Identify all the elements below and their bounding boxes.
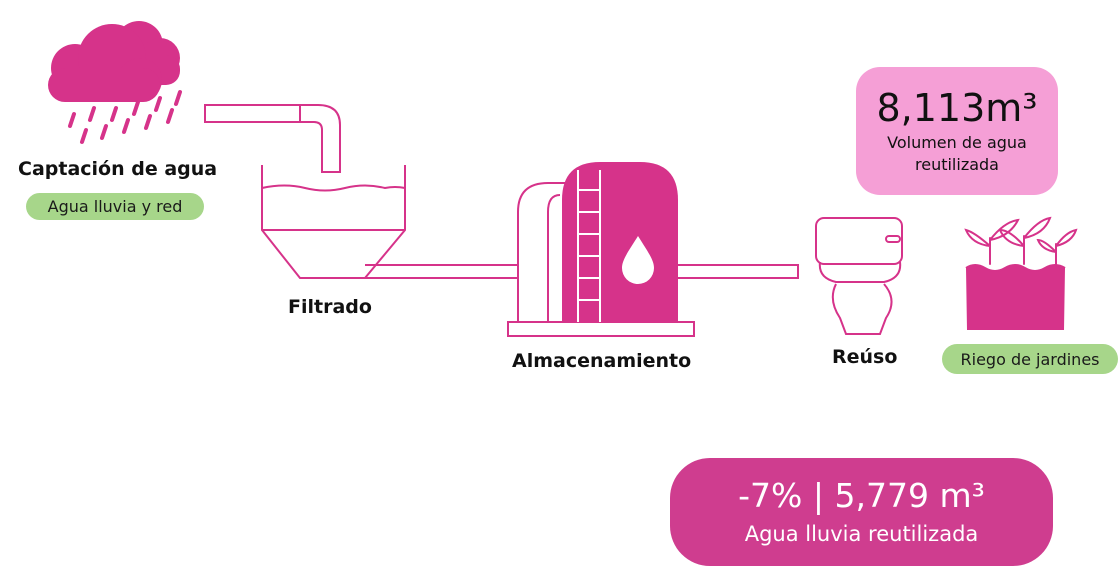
filter-title: Filtrado [288, 296, 372, 318]
stat-headline: -7% | 5,779 m³ [738, 476, 985, 515]
storage-title: Almacenamiento [512, 350, 692, 372]
toilet-icon [815, 217, 903, 335]
filter-tank-icon [261, 165, 406, 279]
volume-caption-line1: Volumen de agua [887, 133, 1027, 152]
stat-caption: Agua lluvia reutilizada [744, 522, 979, 546]
storage-tank-icon [507, 162, 695, 337]
inlet-pipe [204, 104, 341, 173]
water-drop-icon [622, 236, 654, 284]
reuse-title: Reúso [832, 346, 898, 368]
volume-caption-line2: reutilizada [915, 155, 999, 174]
capture-title: Captación de agua [18, 158, 218, 180]
volume-callout: 8,113m³ Volumen de agua reutilizada [856, 67, 1058, 195]
volume-value: 8,113m³ [876, 86, 1038, 130]
rainwater-stat-callout: -7% | 5,779 m³ Agua lluvia reutilizada [670, 458, 1053, 566]
garden-badge: Riego de jardines [942, 344, 1118, 374]
capture-badge: Agua lluvia y red [26, 193, 204, 220]
filter-outlet-pipe [365, 264, 518, 279]
plants-icon [964, 216, 1078, 330]
rain-cloud-icon [48, 21, 182, 144]
storage-outlet-pipe [678, 264, 799, 279]
